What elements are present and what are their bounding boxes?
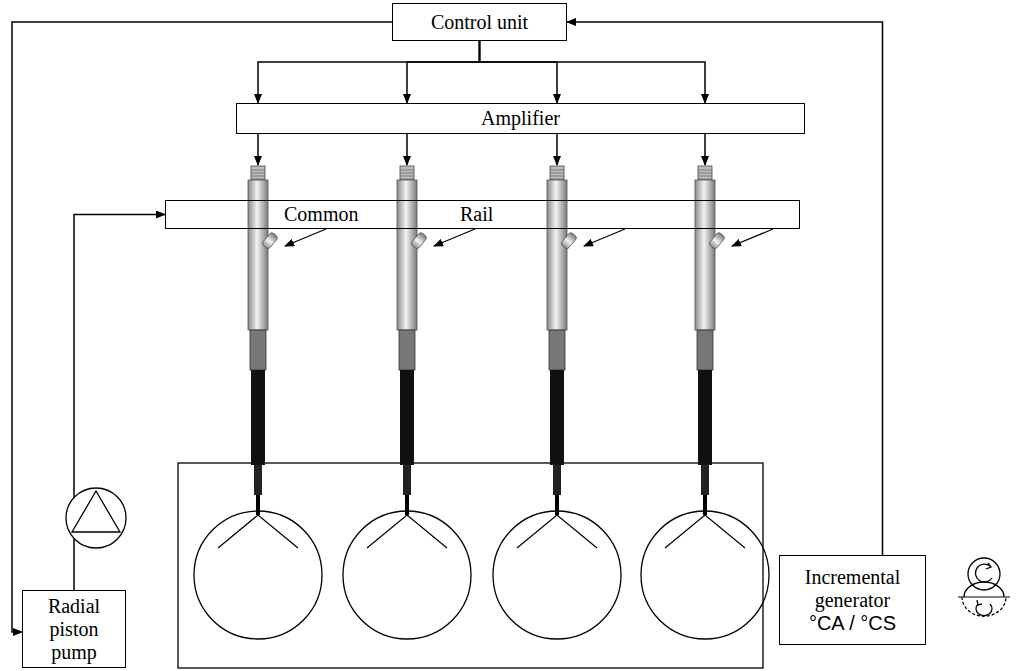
node-label: °CA / °CS <box>806 612 899 635</box>
control-unit-box: Control unit <box>392 3 567 41</box>
cylinder <box>194 511 322 639</box>
injector <box>343 133 475 639</box>
node-label: Common <box>284 203 358 226</box>
feed-leader <box>584 229 625 246</box>
node-label: Incremental generator <box>780 566 925 612</box>
node-label: Rail <box>460 203 493 226</box>
cylinder <box>343 511 471 639</box>
node-label: Radial piston pump <box>23 595 125 664</box>
pump-box: Radial piston pump <box>22 590 126 668</box>
cylinder <box>641 511 769 639</box>
signal-line <box>704 133 706 165</box>
incremental-generator-icon <box>958 558 1010 616</box>
node-label: Amplifier <box>481 107 560 130</box>
connector-arrow <box>407 41 480 103</box>
feed-leader <box>285 229 326 246</box>
engine-block <box>178 463 763 668</box>
node-label: Control unit <box>431 11 528 34</box>
amplifier-box: Amplifier <box>236 103 805 134</box>
injector <box>641 133 773 639</box>
cylinder <box>493 511 621 639</box>
signal-line <box>556 133 558 165</box>
signal-line <box>257 133 259 165</box>
connector-arrow <box>480 41 558 103</box>
connector-arrow <box>258 41 480 103</box>
injector <box>493 133 625 639</box>
feed-leader <box>434 229 475 246</box>
feed-leader <box>732 229 773 246</box>
common-rail: Common Rail <box>165 200 800 229</box>
signal-line <box>406 133 408 165</box>
connector-arrow <box>480 41 706 103</box>
connector-arrow <box>567 22 883 555</box>
generator-box: Incremental generator°CA / °CS <box>779 555 926 645</box>
